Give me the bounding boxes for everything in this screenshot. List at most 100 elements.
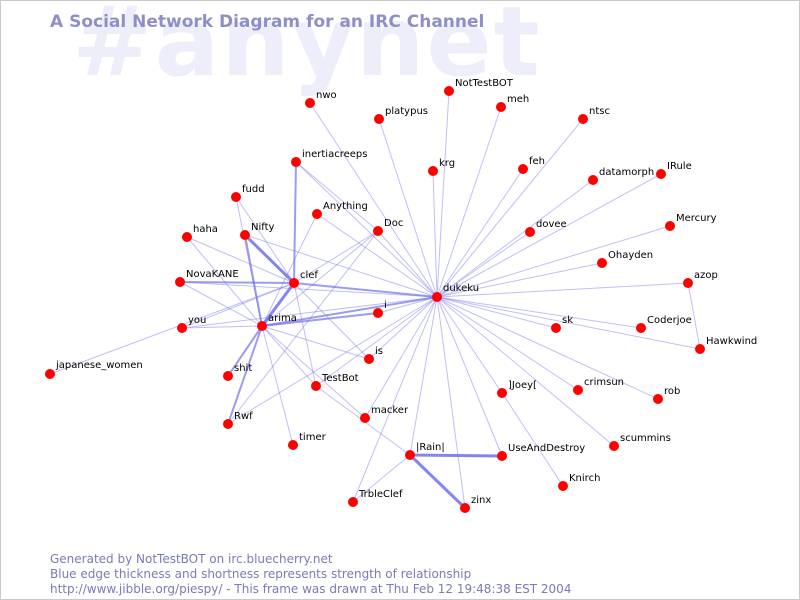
node-dot [311,381,321,391]
node-dot [683,278,693,288]
node-dot [444,86,454,96]
edge-inertiacreeps-Doc [295,161,379,232]
node-label: TrbleClef [358,489,403,500]
edge-arima-NovaKANE [179,281,263,327]
node-dot [223,371,233,381]
node-label: i [384,300,387,311]
edge-dukeku-arima [261,296,438,327]
node-label: timer [299,432,327,443]
node-label: Anything [323,201,368,212]
edge-dukeku-you [181,296,438,329]
edge-Rain-zinx [408,453,467,510]
node-japanese_women: japanese_women [45,360,143,379]
node-macker: macker [360,405,409,423]
edge-Rain-TrbleClef [352,454,411,503]
edge-dukeku-Doc [377,230,438,298]
node-dot [558,481,568,491]
node-label: datamorph [599,167,654,178]
edge-dukeku-ntsc [436,118,584,298]
edge-layer [49,90,701,510]
edge-dukeku-nwo [309,102,438,298]
node-label: Doc [384,218,403,229]
node-dot [257,321,267,331]
edge-Rain-UseAndDestroy [409,453,503,458]
node-dot [432,292,442,302]
edge-arima-TestBot [261,325,317,387]
node-Mercury: Mercury [665,213,717,231]
node-label: Rwf [234,411,253,422]
node-shit: shit [223,363,252,381]
edge-japanese_women-clef [49,282,295,375]
node-Hawkwind: Hawkwind [695,336,757,354]
node-datamorph: datamorph [588,167,654,185]
node-dot [525,227,535,237]
node-label: dukeku [443,283,479,294]
edge-dukeku-meh [436,106,502,298]
node-label: TestBot [321,373,359,384]
node-haha: haha [182,224,218,242]
channel-watermark: #anynet [72,0,542,98]
node-label: is [375,346,383,357]
node-label: Nifty [251,222,275,233]
node-label: fudd [242,184,265,195]
edge-dukeku-NotTestBOT [436,90,450,298]
node-krg: krg [428,158,455,176]
edge-azop-Hawkwind [687,282,701,350]
edge-dukeku-feh [436,168,524,298]
edge-dukeku-Coderjoe [436,296,642,329]
node-sk: sk [551,315,573,333]
node-dot [609,441,619,451]
node-azop: azop [683,270,718,288]
node-Rwf: Rwf [223,411,253,429]
edge-arima-i [261,312,379,327]
node-dot [496,102,506,112]
edge-dukeku-sk [436,296,557,329]
edge-Rwf-Doc [227,230,379,425]
diagram-title: A Social Network Diagram for an IRC Chan… [50,12,485,32]
node-dukeku: dukeku [432,283,479,302]
edge-dukeku-NovaKANE [179,281,438,298]
edge-dukeku-dovee [436,231,531,298]
edge-dukeku-Joey [436,296,503,394]
node-label: ntsc [589,106,610,117]
edge-dukeku-clef [293,282,438,298]
node-nwo: nwo [305,90,337,108]
node-dot [374,114,384,124]
edge-arima-Nifty [244,234,263,327]
node-ntsc: ntsc [578,106,610,124]
edge-dukeku-Mercury [436,225,671,298]
node-label: NovaKANE [186,269,239,280]
node-label: clef [300,270,318,281]
node-label: sk [562,315,573,326]
node-TestBot: TestBot [311,373,359,391]
node-dot [497,451,507,461]
edge-Joey-Knirch [501,392,564,487]
node-label: shit [234,363,252,374]
edge-dukeku-is [368,296,438,360]
edge-dukeku-TestBot [315,296,438,387]
node-dot [305,98,315,108]
node-label: Hawkwind [706,336,757,347]
edge-clef-arima [260,282,296,327]
node-Ohayden: Ohayden [597,250,653,268]
node-Nifty: Nifty [240,222,275,240]
edge-dukeku-Rwf [227,296,438,425]
edge-dukeku-Anything [316,213,438,298]
node-label: you [188,315,206,326]
node-label: nwo [316,90,337,101]
node-label: Knirch [569,473,600,484]
node-rob: rob [653,386,680,404]
node-dot [653,394,663,404]
node-dot [551,323,561,333]
node-inertiacreeps: inertiacreeps [291,149,367,167]
node-label: meh [507,94,529,105]
node-Knirch: Knirch [558,473,600,491]
node-dot [405,450,415,460]
node-i: i [373,300,387,318]
node-IRule: IRule [656,161,692,179]
edge-clef-haha [186,236,295,284]
node-label: macker [371,405,409,416]
node-label: rob [664,386,680,397]
node-dot [656,169,666,179]
edge-clef-inertiacreeps [293,161,297,284]
